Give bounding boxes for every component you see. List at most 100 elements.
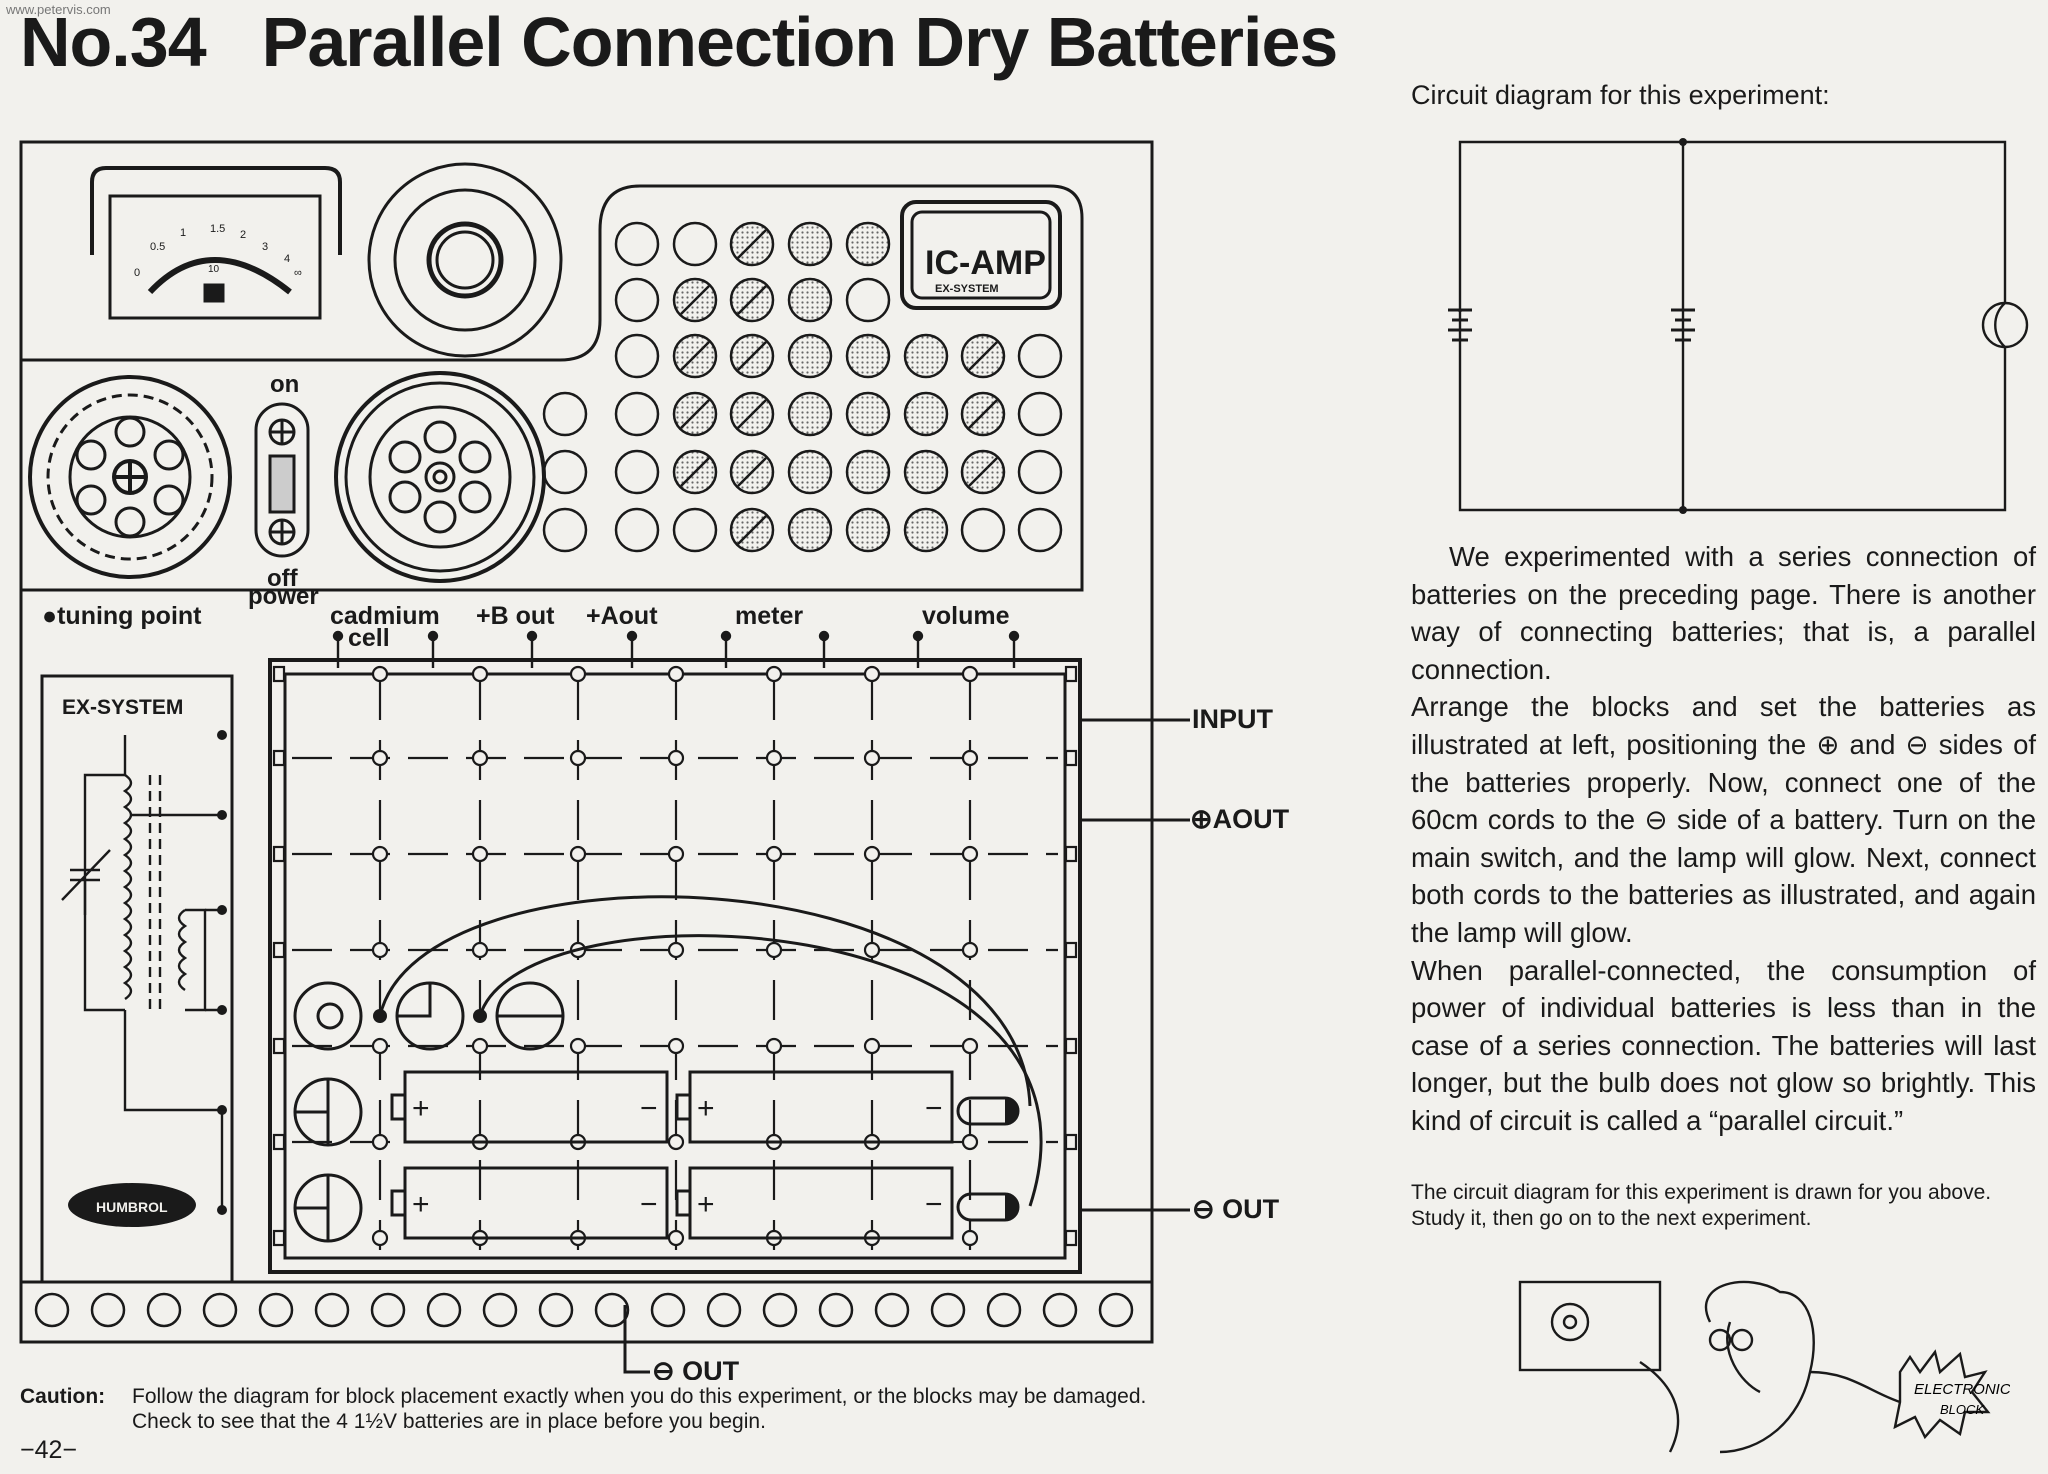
rail-hole xyxy=(482,1292,518,1328)
svg-text:+: + xyxy=(697,1188,715,1221)
rail-hole xyxy=(874,1292,910,1328)
study-note: The circuit diagram for this experiment … xyxy=(1411,1181,1992,1230)
panel-hole xyxy=(614,333,660,379)
svg-text:+: + xyxy=(412,1188,430,1221)
panel-hole xyxy=(614,277,660,323)
panel-hole xyxy=(903,333,949,379)
ic-amp-badge xyxy=(900,200,1062,310)
svg-text:+: + xyxy=(697,1092,715,1125)
terminal-label-meter: meter xyxy=(735,602,803,630)
svg-text:1.5: 1.5 xyxy=(210,223,225,235)
rail-hole xyxy=(762,1292,798,1328)
panel-hole xyxy=(1017,449,1063,495)
svg-text:3: 3 xyxy=(262,241,268,253)
panel-hole xyxy=(903,391,949,437)
panel-hole xyxy=(1017,333,1063,379)
battery-1 xyxy=(403,1070,669,1144)
svg-text:−: − xyxy=(640,1188,658,1221)
panel-hole xyxy=(614,391,660,437)
panel-hole xyxy=(1017,507,1063,553)
panel-hole xyxy=(614,221,660,267)
panel-hole xyxy=(903,449,949,495)
panel-hole xyxy=(787,507,833,553)
rail-hole xyxy=(426,1292,462,1328)
out-bottom-label: ⊖ OUT xyxy=(652,1356,740,1380)
rail-hole xyxy=(818,1292,854,1328)
experiment-title: Parallel Connection Dry Batteries xyxy=(261,3,1339,81)
battery-3 xyxy=(403,1166,669,1240)
battery-2 xyxy=(688,1070,954,1144)
power-switch xyxy=(254,402,310,558)
panel-hole xyxy=(614,449,660,495)
rail-hole xyxy=(146,1292,182,1328)
rail-hole xyxy=(1042,1292,1078,1328)
rail-hole xyxy=(706,1292,742,1328)
ex-system-label: EX-SYSTEM xyxy=(62,696,183,719)
panel-hole xyxy=(903,507,949,553)
rail-hole xyxy=(314,1292,350,1328)
speaker-icon xyxy=(367,162,563,358)
rail-hole xyxy=(594,1292,630,1328)
panel-hole xyxy=(845,333,891,379)
svg-text:1: 1 xyxy=(180,227,186,239)
body-paragraph-3: When parallel-connected, the consumption… xyxy=(1411,954,2036,1136)
input-label: INPUT xyxy=(1192,704,1274,734)
rail-hole xyxy=(90,1292,126,1328)
panel-hole xyxy=(614,507,660,553)
switch-power-label: power xyxy=(248,583,319,610)
panel-hole xyxy=(787,449,833,495)
terminal-label-volume: volume xyxy=(922,602,1010,630)
rail-hole xyxy=(930,1292,966,1328)
panel-hole xyxy=(787,221,833,267)
rail-hole xyxy=(34,1292,70,1328)
cartoon-text-1: ELECTRONIC xyxy=(1914,1381,2010,1398)
meter-face xyxy=(108,194,322,320)
panel-hole xyxy=(845,507,891,553)
svg-text:4: 4 xyxy=(284,253,290,265)
svg-text:2: 2 xyxy=(240,229,246,241)
panel-hole xyxy=(787,391,833,437)
svg-text:0.5: 0.5 xyxy=(150,241,165,253)
svg-text:10: 10 xyxy=(208,264,220,275)
panel-hole xyxy=(672,221,718,267)
rail-hole xyxy=(986,1292,1022,1328)
panel-hole xyxy=(787,333,833,379)
caution-text: Follow the diagram for block placement e… xyxy=(132,1385,1147,1433)
svg-text:EX-SYSTEM: EX-SYSTEM xyxy=(935,283,999,295)
terminal-label-cell: cell xyxy=(348,624,390,652)
rail-hole xyxy=(370,1292,406,1328)
board-illustration: + − + − + − + − IC-AMP EX-SYSTEM EX-SYST… xyxy=(19,140,1290,1380)
battery-plus: + xyxy=(412,1092,430,1125)
humbrol-logo xyxy=(68,1183,196,1227)
panel-hole xyxy=(960,507,1006,553)
rail-hole xyxy=(1098,1292,1134,1328)
lamp-block xyxy=(293,981,363,1051)
panel-hole xyxy=(845,277,891,323)
aout-label: ⊕AOUT xyxy=(1190,804,1290,834)
panel-hole xyxy=(787,277,833,323)
meter-logo-icon xyxy=(203,283,225,303)
panel-hole xyxy=(672,507,718,553)
panel-hole xyxy=(845,449,891,495)
terminal-label-bout: +B out xyxy=(476,602,555,630)
svg-text:0: 0 xyxy=(134,267,140,279)
panel-hole xyxy=(845,391,891,437)
circuit-diagram xyxy=(1448,138,2029,514)
svg-text:−: − xyxy=(925,1092,943,1125)
terminal-label-cadmium: cadmium xyxy=(330,602,440,630)
rail-hole xyxy=(202,1292,238,1328)
battery-minus: − xyxy=(640,1092,658,1125)
svg-text:−: − xyxy=(925,1188,943,1221)
humbrol-text: HUMBROL xyxy=(96,1199,168,1215)
out-right-label: ⊖ OUT xyxy=(1192,1194,1280,1224)
rail-hole xyxy=(538,1292,574,1328)
block-grid-panel xyxy=(268,658,1082,1274)
top-panel-outline xyxy=(21,184,1084,592)
switch-on-label: on xyxy=(270,371,299,398)
tuning-point-label: ●tuning point xyxy=(42,602,202,630)
source-watermark: www.petervis.com xyxy=(6,2,111,17)
switch-off-label: off xyxy=(267,565,299,592)
volume-knob-icon xyxy=(334,371,546,583)
cartoon-illustration: ELECTRONIC BLOCK xyxy=(1518,1280,2010,1454)
